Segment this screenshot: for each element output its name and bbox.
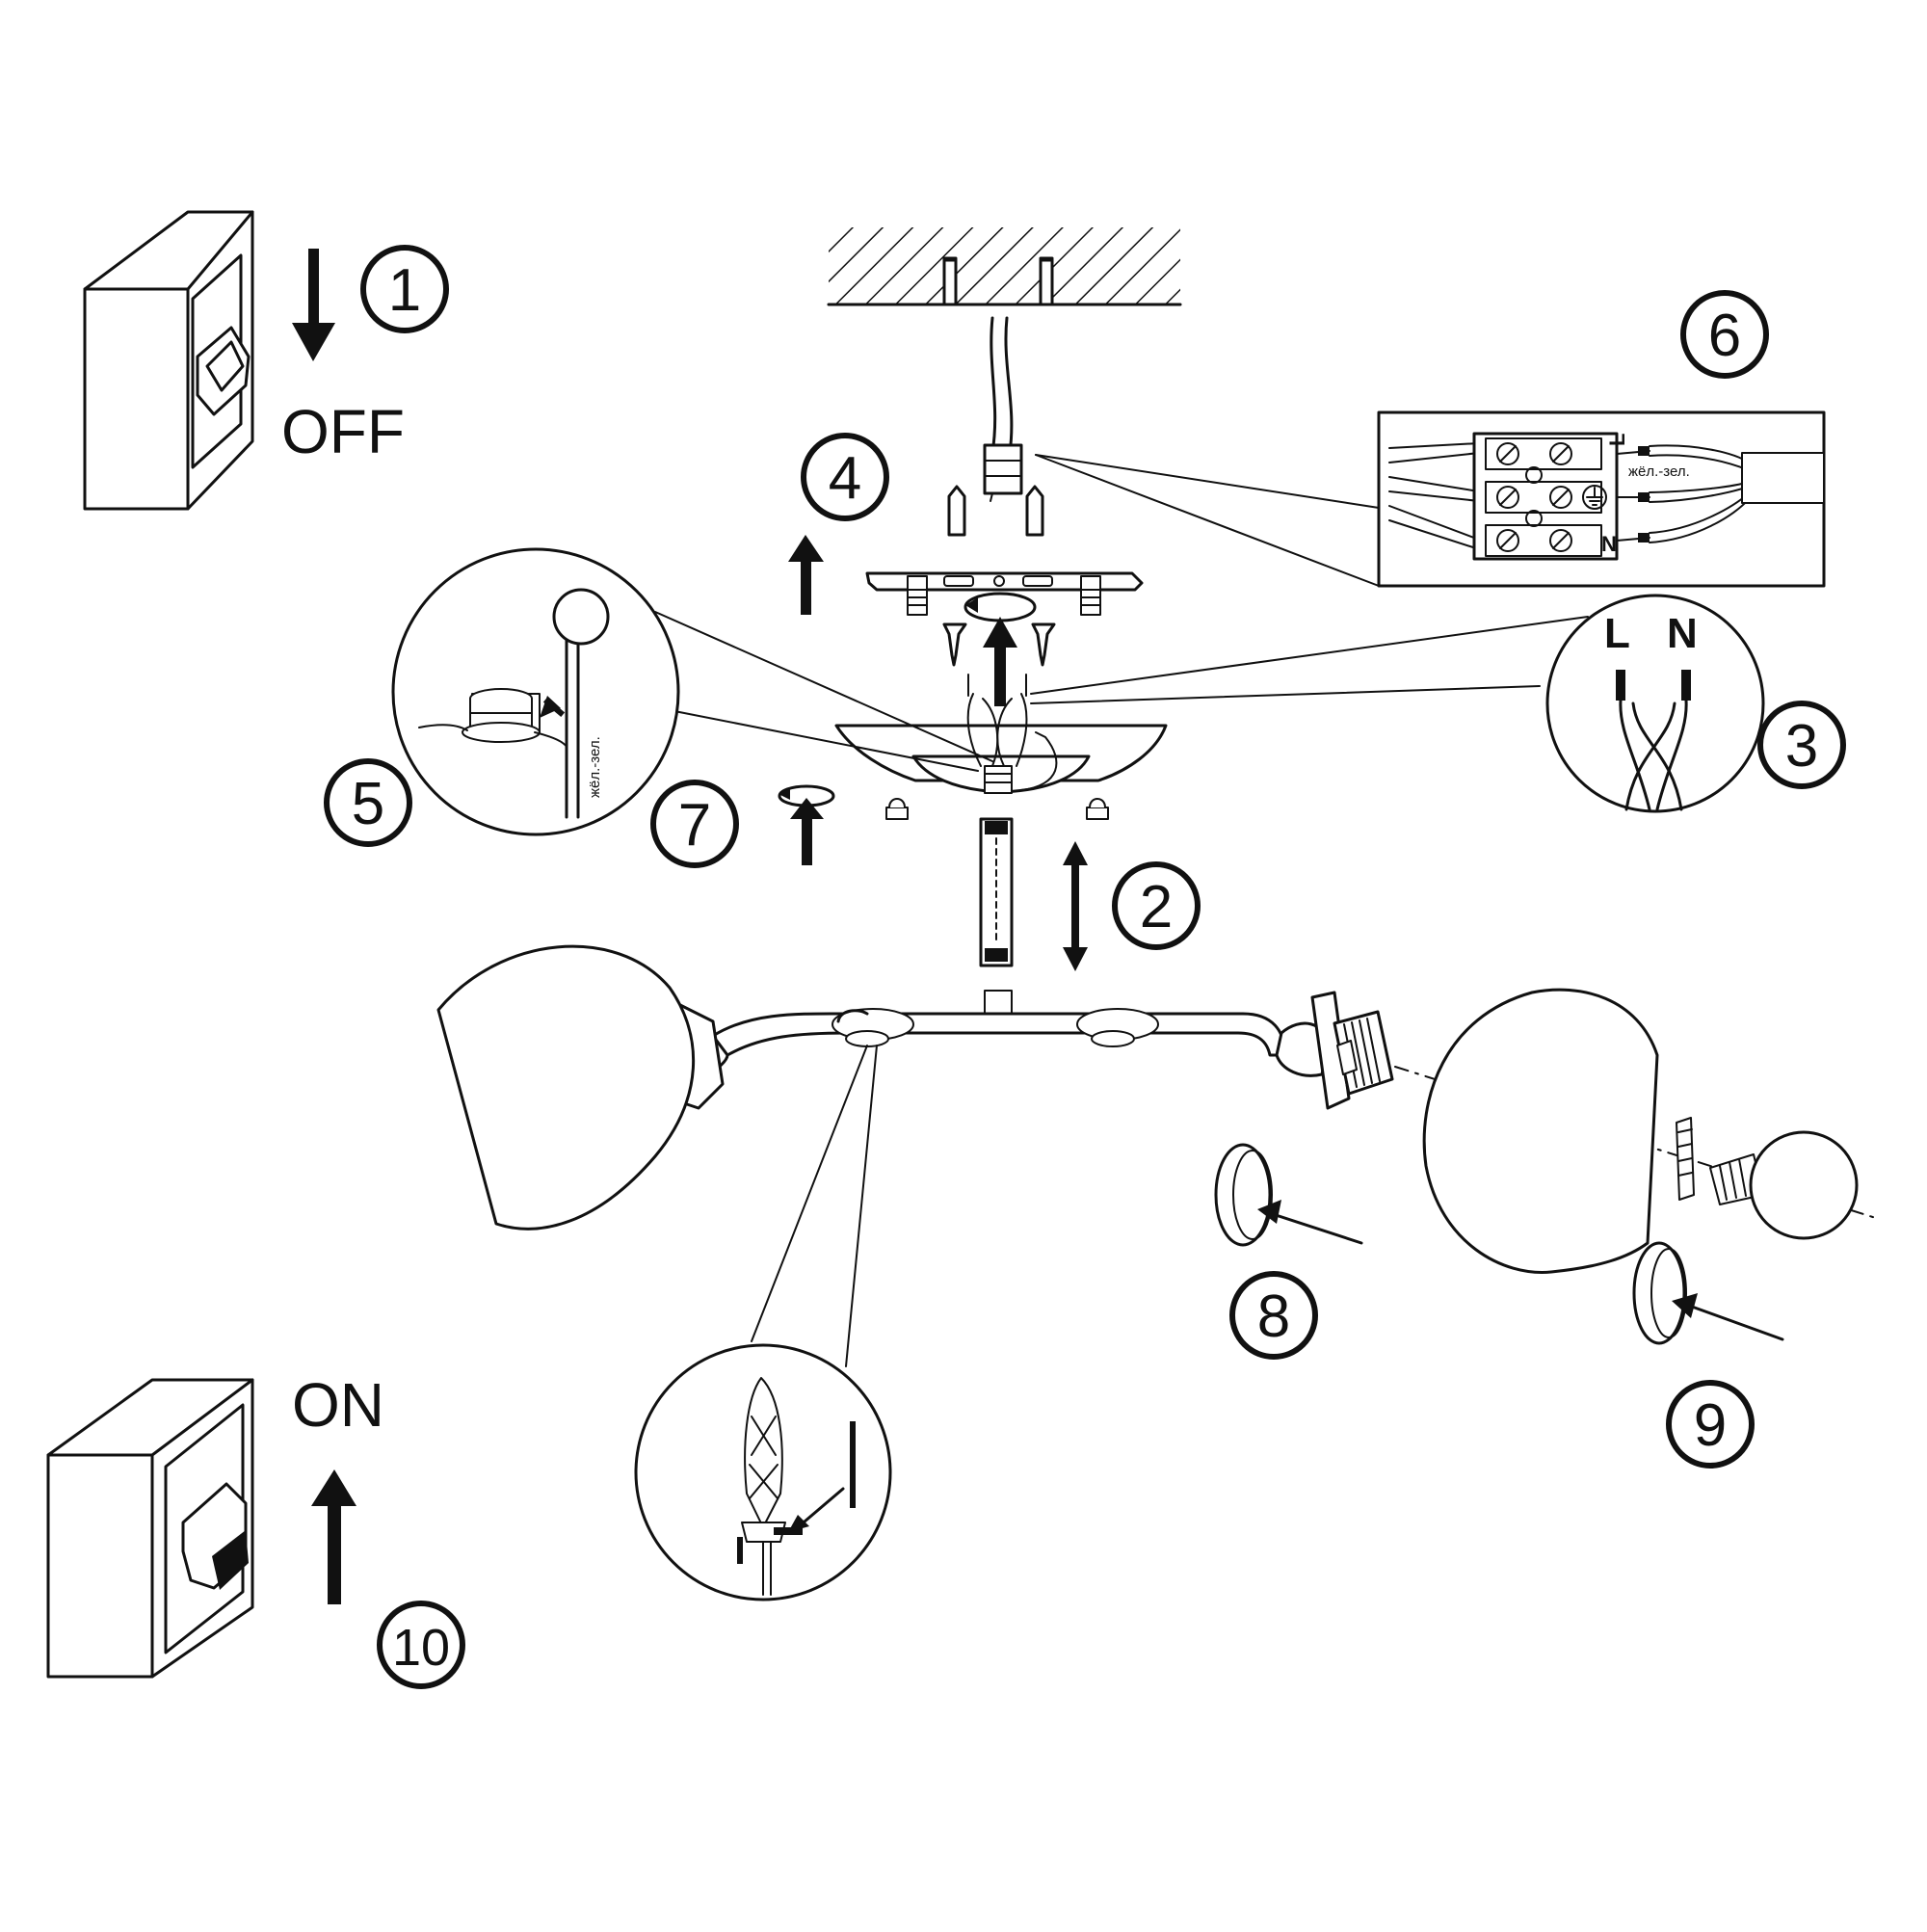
svg-text:8: 8 <box>1257 1284 1290 1350</box>
mounting-bracket <box>865 571 1144 616</box>
step-9-badge: 9 <box>1666 1380 1755 1469</box>
switch-on-label: ON <box>292 1370 384 1440</box>
step-8-badge: 8 <box>1229 1271 1318 1360</box>
arrow-up-down-step2 <box>1063 841 1088 971</box>
ceiling-dowels <box>947 485 1044 537</box>
svg-text:7: 7 <box>678 792 711 859</box>
arrow-up-on <box>311 1469 356 1604</box>
step-2-badge: 2 <box>1112 861 1201 950</box>
fixture-arm <box>711 990 1285 1057</box>
svg-text:4: 4 <box>829 445 861 512</box>
step-1-badge: 1 <box>360 245 449 333</box>
screws <box>942 622 1056 667</box>
rocker-switch-off <box>196 326 251 416</box>
svg-text:6: 6 <box>1708 303 1741 369</box>
rotate-indicator <box>964 592 1037 622</box>
svg-text:2: 2 <box>1140 874 1173 940</box>
ceiling <box>827 227 1182 306</box>
retaining-ring-8 <box>1214 1143 1363 1247</box>
supply-wires <box>983 316 1023 502</box>
detail-crystal-lock <box>634 1045 892 1601</box>
step-5-badge: 5 <box>324 758 412 847</box>
terminal-live-label: L <box>1605 434 1629 446</box>
detail-3-live-neutral: L N <box>1030 594 1765 813</box>
terminal-earth-label: жёл.-зел. <box>1628 463 1690 480</box>
light-bulb <box>1709 1130 1859 1240</box>
right-lamp-holder <box>1275 991 1394 1110</box>
suspension-rod <box>979 817 1014 967</box>
rocker-switch-on <box>181 1482 249 1590</box>
switch-off-label: OFF <box>281 397 405 466</box>
retaining-ring-9 <box>1632 1241 1784 1345</box>
detail-neutral-label: N <box>1667 610 1698 657</box>
svg-text:1: 1 <box>388 257 421 324</box>
arrow-up-step7 <box>790 798 824 865</box>
left-lamp-shade <box>436 944 729 1231</box>
svg-text:9: 9 <box>1694 1392 1727 1459</box>
svg-text:5: 5 <box>352 771 384 837</box>
svg-text:10: 10 <box>392 1619 450 1677</box>
step-3-badge: 3 <box>1757 701 1846 789</box>
switch-on-box <box>46 1378 254 1679</box>
earth-symbol <box>1582 485 1607 510</box>
right-glass-globe <box>1422 988 1695 1274</box>
svg-text:3: 3 <box>1785 713 1818 780</box>
canopy <box>834 674 1168 794</box>
arrow-down-off <box>292 249 335 361</box>
step-7-badge: 7 <box>650 780 739 868</box>
step-4-badge: 4 <box>801 433 889 521</box>
earth-label-5: жёл.-зел. <box>587 736 603 798</box>
step-6-badge: 6 <box>1680 290 1769 379</box>
canopy-cap-nuts <box>885 798 1109 820</box>
switch-off-box <box>83 210 254 511</box>
arrow-up-step4 <box>788 535 824 615</box>
terminal-neutral-label: N <box>1601 532 1617 556</box>
detail-5-earth-connection: жёл.-зел. <box>391 547 993 836</box>
detail-live-label: L <box>1604 610 1630 657</box>
step-10-badge: 10 <box>377 1601 465 1689</box>
detail-6-terminal-block: L N жёл.-зел. <box>1035 410 1826 588</box>
arrow-up-center <box>983 617 1017 706</box>
